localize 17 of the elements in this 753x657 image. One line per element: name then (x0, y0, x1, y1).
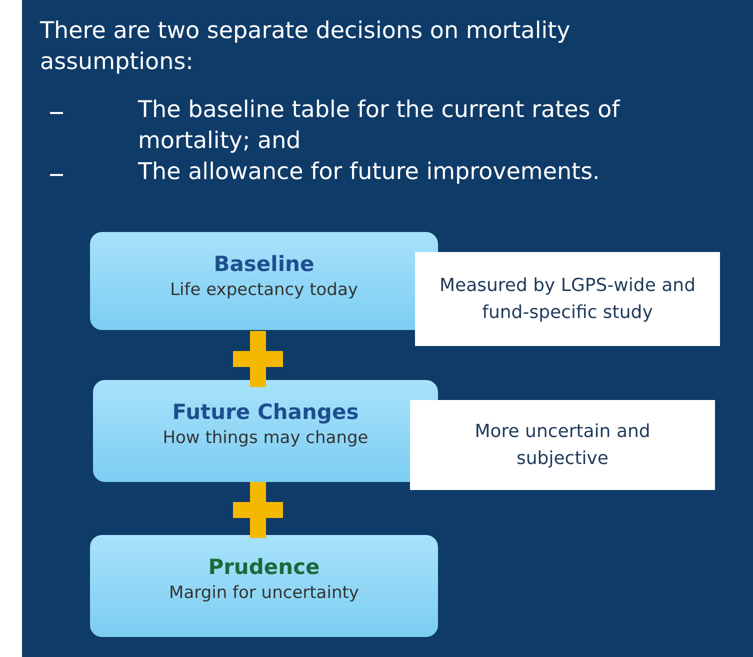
box-description: Life expectancy today (170, 280, 358, 300)
note-card (410, 400, 715, 490)
bullet-text: The allowance for future improvements. (138, 158, 601, 187)
bullet-text: The baseline table for the current rates of mortality; and (138, 96, 622, 156)
background-panel (22, 0, 753, 657)
note-card (415, 252, 720, 346)
box-heading: Baseline (214, 252, 314, 276)
component-box (93, 380, 438, 482)
component-box (90, 535, 438, 637)
intro-text: There are two separate decisions on mortality assumptions: (40, 17, 572, 77)
note-text: More uncertain and subjective (474, 420, 652, 471)
box-heading: Prudence (208, 555, 320, 579)
box-heading: Future Changes (172, 400, 359, 424)
box-description: How things may change (162, 428, 368, 448)
note-text: Measured by LGPS-wide and fund-specific study (438, 274, 696, 325)
box-description: Margin for uncertainty (169, 583, 359, 603)
component-box (90, 232, 438, 330)
